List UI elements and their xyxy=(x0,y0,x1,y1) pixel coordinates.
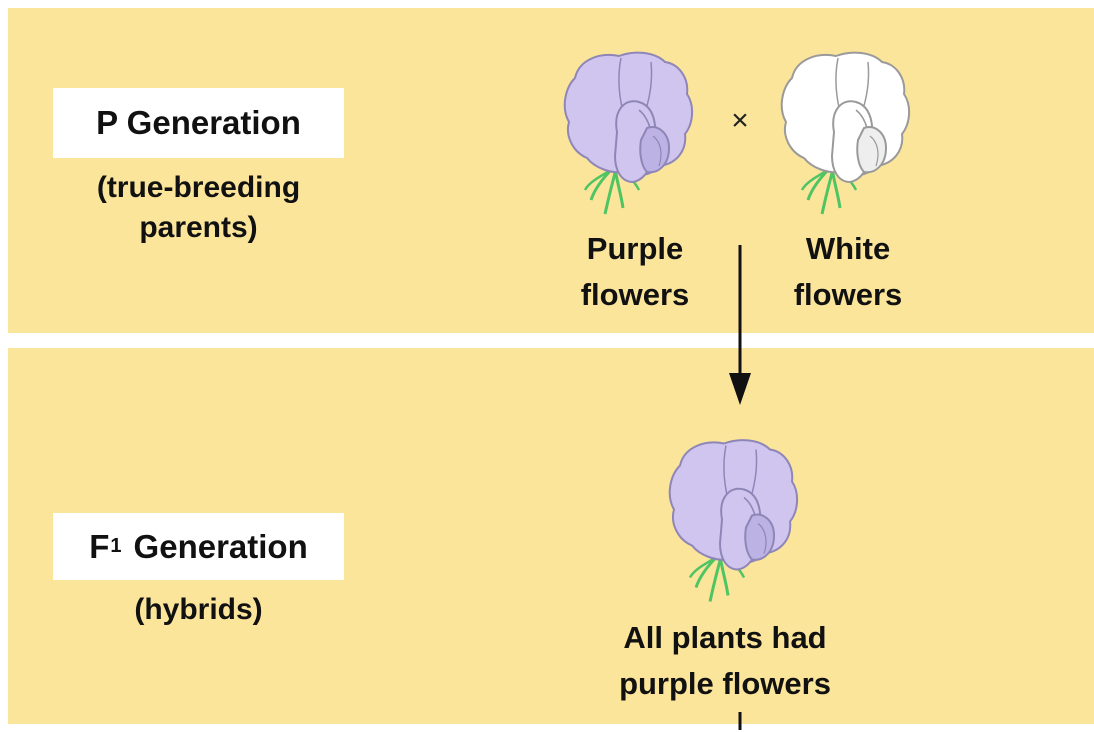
p-generation-title-box: P Generation xyxy=(53,88,344,158)
f1-result-label: All plants had purple flowers xyxy=(560,615,890,707)
p-generation-subtitle: (true-breeding parents) xyxy=(53,168,344,248)
white-flowers-label: White flowers xyxy=(758,226,938,318)
f1-title-letter: F xyxy=(89,528,109,566)
white-flowers-label-line1: White xyxy=(758,226,938,272)
down-arrow-icon xyxy=(720,245,760,410)
f1-result-line2: purple flowers xyxy=(560,661,890,707)
f1-result-line1: All plants had xyxy=(560,615,890,661)
white-flower-icon xyxy=(772,48,922,218)
p-generation-subtitle-line2: parents) xyxy=(53,208,344,248)
purple-flowers-label-line2: flowers xyxy=(545,272,725,318)
cross-symbol: × xyxy=(728,106,752,136)
f1-title-word: Generation xyxy=(134,528,308,566)
f1-purple-flower-icon xyxy=(660,433,810,608)
white-flowers-label-line2: flowers xyxy=(758,272,938,318)
p-generation-title: P Generation xyxy=(96,104,301,142)
f1-title-subscript: 1 xyxy=(110,535,121,558)
f1-generation-subtitle: (hybrids) xyxy=(53,590,344,630)
purple-flowers-label-line1: Purple xyxy=(545,226,725,272)
purple-flower-icon xyxy=(555,48,705,218)
continuing-arrow-line xyxy=(730,712,750,732)
purple-flowers-label: Purple flowers xyxy=(545,226,725,318)
p-generation-subtitle-line1: (true-breeding xyxy=(53,168,344,208)
